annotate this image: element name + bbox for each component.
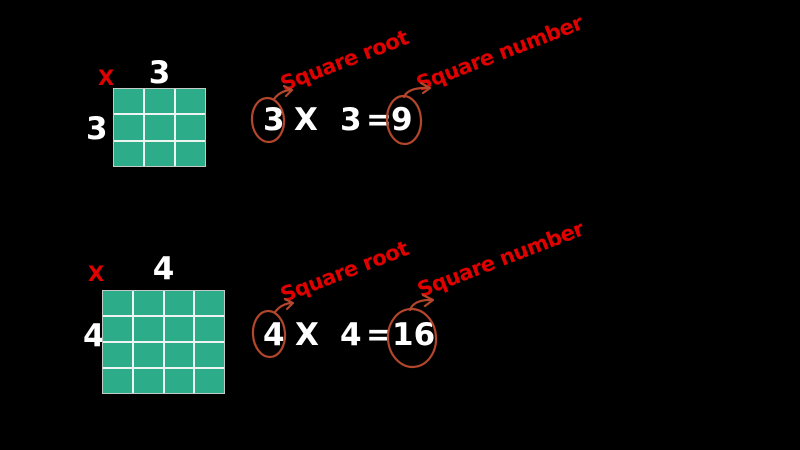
grid-cell — [114, 141, 143, 166]
grid-cell — [133, 369, 163, 393]
grid-cell — [195, 291, 224, 315]
multiply-symbol-label: X — [88, 262, 105, 286]
grid-cell — [195, 343, 224, 367]
grid-cell — [103, 291, 132, 315]
equation-equals-sign: = — [366, 317, 392, 353]
grid-cell — [103, 317, 132, 341]
grid-cell — [103, 369, 132, 393]
grid-top-dimension-label: 4 — [152, 251, 175, 287]
grid-cell — [103, 343, 132, 367]
equation-square-root-value: 4 — [263, 317, 285, 353]
grid-cell — [164, 343, 194, 367]
equation-equals-sign: = — [366, 102, 392, 138]
square-grid-4x4 — [102, 290, 225, 394]
square-number-annotation: Square number — [414, 216, 588, 303]
grid-cell — [176, 115, 205, 140]
grid-cell — [164, 317, 194, 341]
grid-cell — [133, 317, 163, 341]
grid-cell — [195, 317, 224, 341]
grid-side-dimension-label: 4 — [83, 318, 105, 354]
square-root-annotation: Square root — [277, 236, 412, 308]
grid-cell — [176, 89, 205, 114]
grid-side-dimension-label: 3 — [86, 111, 108, 147]
grid-cell — [164, 369, 194, 393]
equation-second-factor: 4 — [340, 317, 362, 353]
square-root-annotation: Square root — [277, 25, 412, 97]
square-grid-3x3 — [113, 88, 206, 167]
grid-cell — [133, 343, 163, 367]
grid-cell — [195, 369, 224, 393]
equation-multiply-operator: X — [294, 102, 318, 138]
grid-cell — [145, 115, 174, 140]
grid-cell — [133, 291, 163, 315]
multiply-symbol-label: X — [98, 66, 115, 90]
equation-second-factor: 3 — [340, 102, 362, 138]
grid-cell — [145, 141, 174, 166]
grid-cell — [114, 115, 143, 140]
grid-cell — [114, 89, 143, 114]
equation-multiply-operator: X — [295, 317, 319, 353]
equation-square-root-value: 3 — [263, 102, 285, 138]
grid-cell — [145, 89, 174, 114]
equation-square-number-value: 16 — [392, 317, 436, 353]
equation-square-number-value: 9 — [391, 102, 413, 138]
grid-cell — [164, 291, 194, 315]
grid-cell — [176, 141, 205, 166]
grid-top-dimension-label: 3 — [148, 55, 171, 91]
square-number-annotation: Square number — [413, 10, 587, 97]
